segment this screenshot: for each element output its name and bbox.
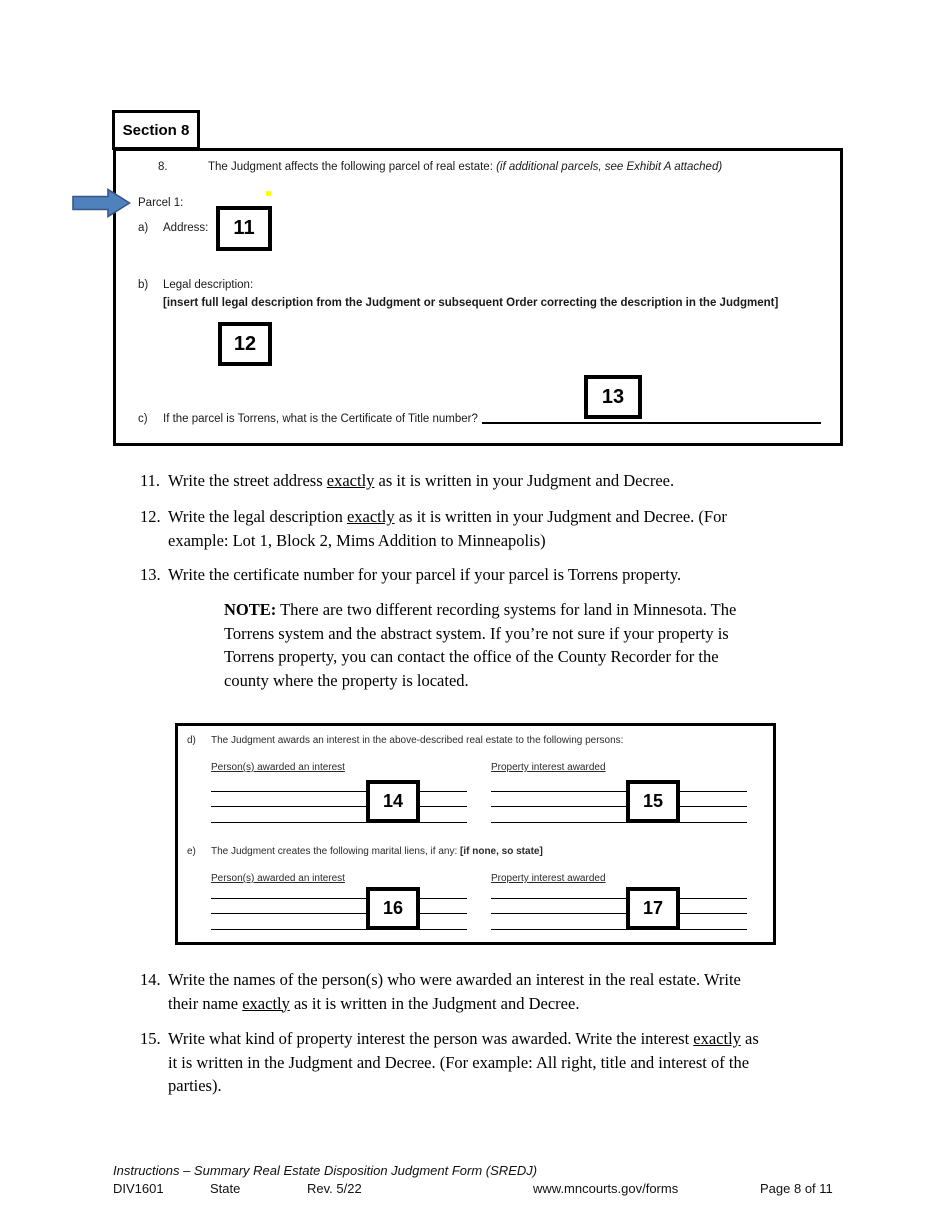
legal-description-label: Legal description: [163,279,254,291]
write-in-line [211,929,467,930]
write-in-line [211,791,467,792]
write-in-line [491,822,747,823]
item-e-text-bold: [if none, so state] [460,846,543,857]
instruction-15-line1: Write what kind of property interest the… [168,1029,759,1048]
callout-16-number: 16 [382,898,404,918]
instruction-12-line2: example: Lot 1, Block 2, Mims Addition t… [168,530,546,550]
instruction-15-line2: it is written in the Judgment and Decree… [168,1052,750,1072]
certificate-number-blank-line [481,422,821,424]
person-column-label-d: Person(s) awarded an interest [211,762,345,773]
instruction-14: 14. Write the names of the person(s) who… [140,968,741,1015]
instruction-11: 11. Write the street address exactly as … [140,469,674,493]
footer-page-number: Page 8 of 11 [760,1181,833,1196]
footer-revision: Rev. 5/22 [307,1181,362,1196]
certificate-number-row: c) If the parcel is Torrens, what is the… [138,413,821,425]
pointer-arrow-icon [72,188,131,218]
write-in-line [491,806,747,807]
form-snippet-parcel: 8. The Judgment affects the following pa… [113,148,843,446]
item-d-number: d) [187,735,196,746]
instruction-12-number: 12. [140,507,161,526]
instruction-14-line2: their name exactly as it is written in t… [168,993,580,1013]
callout-13-number: 13 [601,385,625,408]
footer-form-id: DIV1601 [113,1181,164,1196]
note-paragraph: NOTE: There are two different recording … [224,598,824,692]
callout-12-number: 12 [233,332,257,355]
section-label-text: Section 8 [122,121,190,139]
footer-court: State [210,1181,241,1196]
callout-15: 15 [626,780,680,823]
form-snippet-interests: d) The Judgment awards an interest in th… [175,723,776,945]
person-column-label-e: Person(s) awarded an interest [211,873,345,884]
callout-14-number: 14 [382,791,404,811]
write-in-line [491,913,747,914]
callout-11-number: 11 [233,217,255,239]
instruction-13-line1: Write the certificate number for your pa… [168,565,682,584]
callout-15-number: 15 [642,791,664,811]
instruction-11-line1: Write the street address exactly as it i… [168,471,675,490]
certificate-number-question: If the parcel is Torrens, what is the Ce… [163,413,478,425]
write-in-line [211,898,467,899]
instruction-13: 13. Write the certificate number for you… [140,563,681,587]
write-in-line [211,822,467,823]
note-line4: county where the property is located. [224,670,469,690]
note-line2: Torrens system and the abstract system. … [224,623,729,643]
instruction-15-line3: parties). [168,1076,222,1095]
section-label: Section 8 [112,110,200,150]
instruction-14-line1: Write the names of the person(s) who wer… [168,970,741,989]
interest-column-label-e: Property interest awarded [491,873,606,884]
callout-17-number: 17 [642,898,664,918]
interest-column-label-d: Property interest awarded [491,762,606,773]
parcel-label: Parcel 1: [138,197,184,209]
instruction-15: 15. Write what kind of property interest… [140,1027,759,1098]
instruction-13-number: 13. [140,565,161,584]
callout-17: 17 [626,887,680,930]
item-e-number: e) [187,846,196,857]
item-8-text-italic: (if additional parcels, see Exhibit A at… [496,161,723,173]
write-in-line [211,913,467,914]
item-e-text: The Judgment creates the following marit… [211,846,543,857]
item-8-number: 8. [158,161,168,173]
item-e-text-main: The Judgment creates the following marit… [211,846,461,857]
legal-description-note: [insert full legal description from the … [163,297,779,309]
item-8-text: The Judgment affects the following parce… [208,161,722,173]
instruction-12: 12. Write the legal description exactly … [140,505,727,552]
item-b-number: b) [138,279,149,291]
footer-url: www.mncourts.gov/forms [533,1181,679,1196]
write-in-line [491,898,747,899]
address-label: Address: [163,222,209,234]
instruction-14-number: 14. [140,970,161,989]
callout-16: 16 [366,887,420,930]
item-d-text: The Judgment awards an interest in the a… [211,735,624,746]
write-in-line [491,791,747,792]
note-line3: Torrens property, you can contact the of… [224,647,719,666]
item-a-number: a) [138,222,149,234]
note-line1: NOTE: There are two different recording … [224,600,737,619]
callout-12: 12 [218,322,272,366]
callout-14: 14 [366,780,420,823]
instruction-12-line1: Write the legal description exactly as i… [168,507,727,526]
instruction-15-number: 15. [140,1029,161,1048]
callout-11: 11 [216,206,272,251]
footer-form-title: Instructions – Summary Real Estate Dispo… [113,1163,538,1178]
callout-13: 13 [584,375,642,419]
highlight-dot [266,191,271,196]
write-in-line [211,806,467,807]
write-in-line [491,929,747,930]
item-c-number: c) [138,413,148,425]
instruction-11-number: 11. [140,471,161,490]
item-8-text-main: The Judgment affects the following parce… [208,161,497,173]
